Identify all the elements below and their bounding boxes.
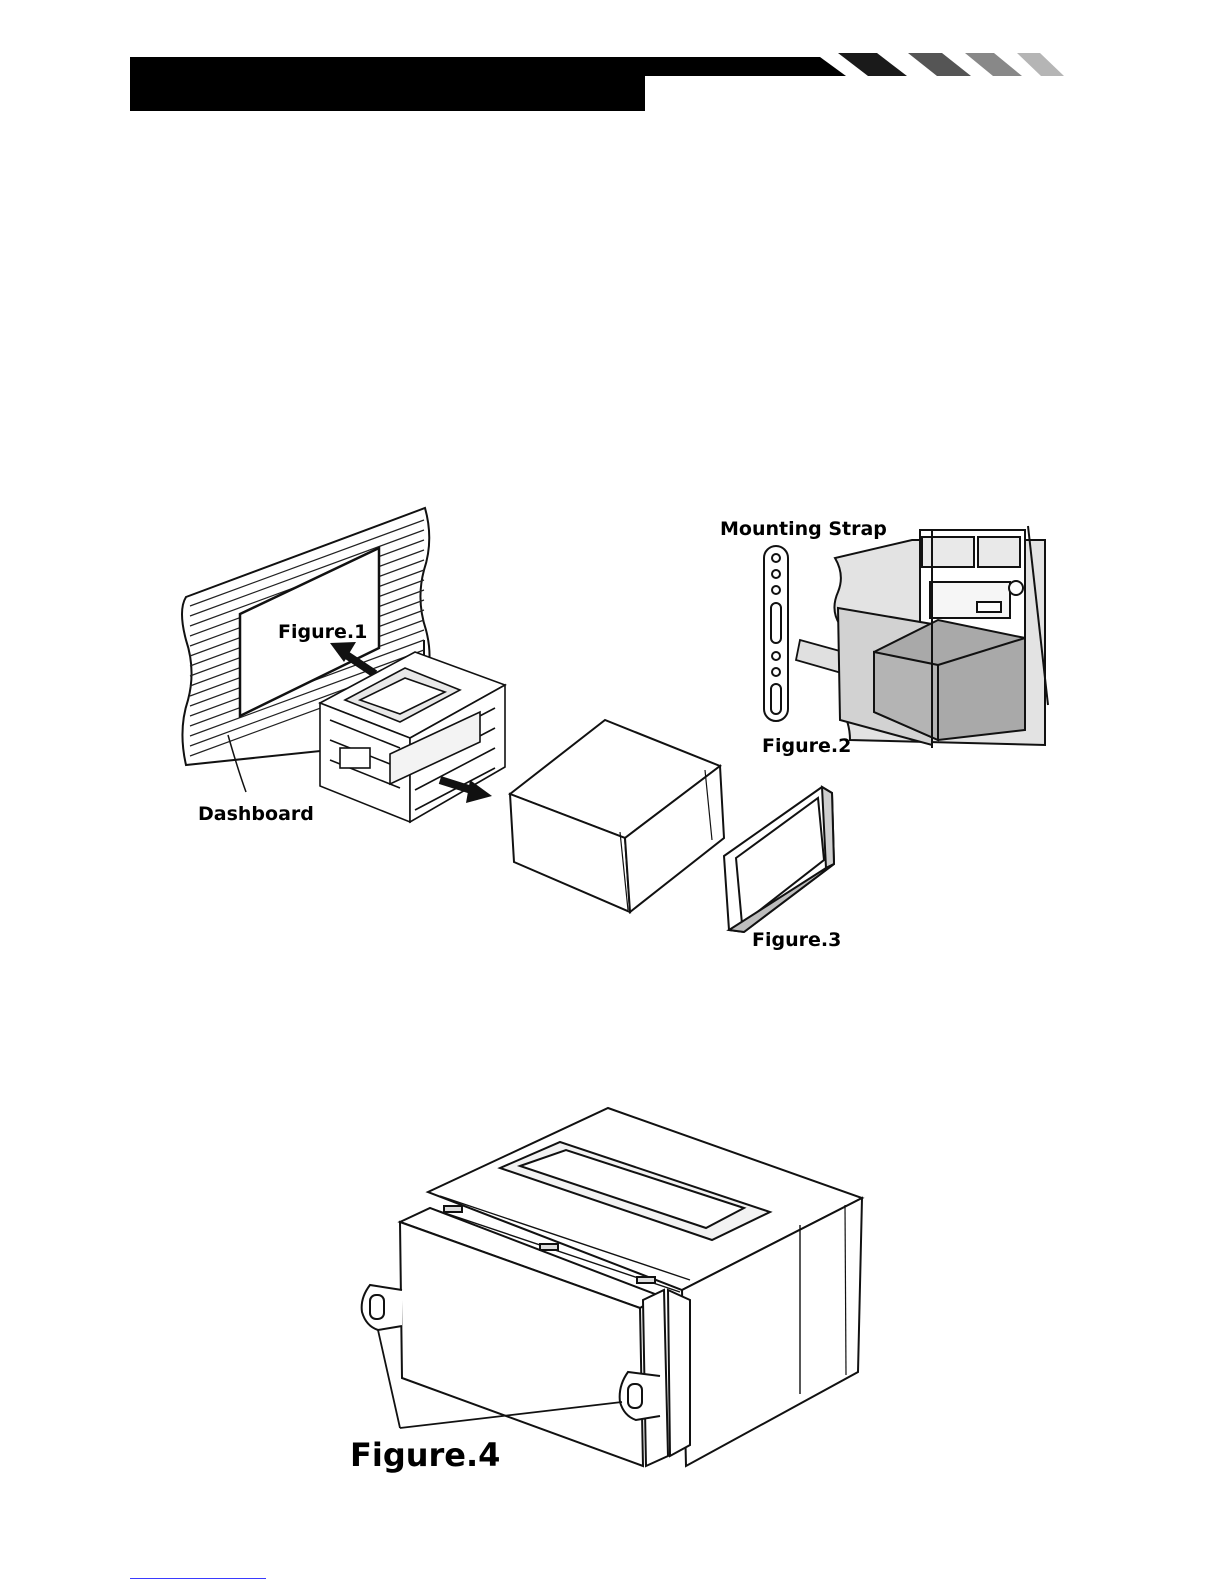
trim-ring [724, 787, 834, 932]
figure3-label: Figure.3 [752, 929, 841, 951]
mounting-bracket-right [620, 1372, 660, 1420]
dashboard-label: Dashboard [198, 803, 314, 825]
figure2-label: Figure.2 [762, 735, 851, 757]
figure1-label: Figure.1 [278, 621, 367, 643]
car-dashboard-panel [834, 526, 1048, 748]
mounting-strap-label: Mounting Strap [720, 518, 887, 540]
figure4-label: Figure.4 [350, 1436, 500, 1474]
mounting-strap [764, 546, 788, 721]
footer-link-underline [130, 1578, 266, 1579]
mounting-bracket-left [362, 1285, 402, 1330]
head-unit-box [510, 720, 724, 912]
